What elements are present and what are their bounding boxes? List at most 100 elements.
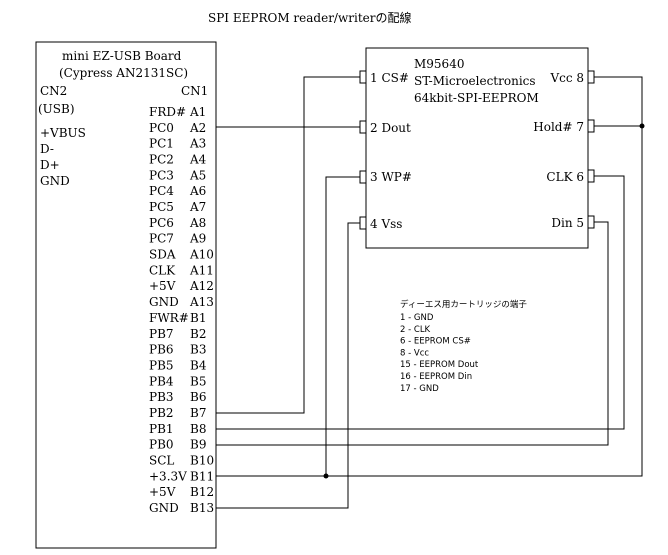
board-name: mini EZ-USB Board	[62, 49, 182, 63]
junction-dot	[639, 123, 645, 129]
chip-pin-hold: Hold# 7	[533, 120, 584, 134]
cn1-pin-id: A1	[189, 105, 206, 119]
cn1-pin-id: B5	[190, 374, 206, 388]
cn1-pin-id: A7	[189, 200, 206, 214]
board-model: (Cypress AN2131SC)	[59, 66, 188, 80]
wire-pb0-din	[216, 221, 609, 446]
cn1-pin-name: PB7	[149, 327, 174, 341]
pin-stub	[587, 169, 595, 183]
cn1-pin-id: A10	[189, 248, 214, 262]
cn1-pin-id: B7	[190, 406, 206, 420]
chip-pin-cs: 1 CS#	[370, 71, 409, 85]
cn1-pin-id: B13	[190, 501, 214, 515]
cn1-pin-id: A6	[189, 184, 206, 198]
cn1-pin-id: B2	[190, 327, 206, 341]
cn1-pin-name: PC0	[149, 121, 174, 135]
cartridge-pin-list: 1 - GND 2 - CLK 6 - EEPROM CS#8 - Vcc 15 - …	[400, 313, 479, 394]
cn1-label: CN1	[181, 84, 208, 98]
cn1-pin-name: +5V	[149, 485, 176, 499]
chip-pin-din: Din 5	[551, 216, 584, 230]
cn1-pin-id: A12	[189, 279, 214, 293]
ez-usb-board	[35, 41, 217, 549]
chip-pin-clk: CLK 6	[546, 170, 584, 184]
cn1-pin-id: B6	[190, 390, 206, 404]
pin-stub	[359, 120, 367, 134]
cn1-pin-name: PB2	[149, 406, 174, 420]
cn2-pin: +VBUS	[40, 126, 86, 140]
cn1-pin-name: FRD#	[149, 105, 186, 119]
pin-stub	[359, 216, 367, 230]
wire-pb1-clk	[216, 175, 625, 430]
cn1-pin-id: B12	[190, 485, 214, 499]
cn1-pin-name: PC4	[149, 184, 174, 198]
cn1-pin-name: PC7	[149, 232, 174, 246]
chip-pin-vcc: Vcc 8	[549, 71, 584, 85]
cn1-pin-name: GND	[149, 295, 179, 309]
chip-pin-vss: 4 Vss	[370, 217, 402, 231]
cn1-pin-name: PB5	[149, 358, 174, 372]
cn1-pin-name: CLK	[149, 263, 176, 277]
cn1-pin-name: PB6	[149, 343, 174, 357]
cn1-pin-name: PC1	[149, 137, 174, 151]
cartridge-pin-note: 16 - EEPROM Din	[400, 372, 472, 382]
chip-desc: 64kbit-SPI-EEPROM	[414, 91, 539, 105]
cn1-pin-id: A3	[189, 137, 206, 151]
cn1-pin-id: A13	[189, 295, 214, 309]
junction-dot	[323, 473, 329, 479]
cn1-pin-name: PC2	[149, 153, 174, 167]
cn1-pin-name: +3.3V	[149, 469, 187, 483]
cn2-pin: D+	[40, 158, 60, 172]
cartridge-pin-note: 17 - GND	[400, 384, 439, 394]
cn1-pin-name: PB1	[149, 422, 174, 436]
cn1-pin-name: PB3	[149, 390, 174, 404]
pin-stub	[359, 70, 367, 84]
cn2-sub: (USB)	[38, 102, 75, 116]
cn1-pin-name: PB0	[149, 438, 174, 452]
wire-pb2-cs	[216, 76, 360, 414]
wire-3v3-wp	[216, 76, 643, 477]
cartridge-pin-note: 6 - EEPROM CS#	[400, 337, 471, 347]
chip-pin-dout: 2 Dout	[370, 121, 411, 135]
pin-stub	[587, 215, 595, 229]
cn1-pin-id: A2	[189, 121, 206, 135]
cn1-pin-name: +5V	[149, 279, 176, 293]
chip-part: M95640	[414, 57, 464, 71]
cn1-pin-name: PC6	[149, 216, 174, 230]
cn1-pin-id: A9	[189, 232, 206, 246]
cn1-pin-id: A4	[189, 153, 207, 167]
cartridge-pin-note: 8 - Vcc	[400, 348, 429, 358]
cn1-pin-id: A11	[189, 263, 214, 277]
cn2-pin: D-	[40, 142, 54, 156]
pin-stub	[587, 70, 595, 84]
cn1-pin-name: FWR#	[149, 311, 189, 325]
wire-gnd-vss	[216, 222, 360, 509]
cn1-pin-id: B11	[190, 469, 214, 483]
pin-stub	[587, 119, 595, 133]
cn1-pin-name: PC3	[149, 168, 174, 182]
cartridge-title: ディーエス用カートリッジの端子	[400, 299, 527, 310]
cn1-pin-name: SDA	[149, 248, 176, 262]
cn1-pin-id: A8	[189, 216, 206, 230]
cn1-pin-name: GND	[149, 501, 179, 515]
cn1-pin-name: PC5	[149, 200, 174, 214]
cartridge-pin-note: 2 - CLK	[400, 325, 431, 335]
chip-pin-wp: 3 WP#	[370, 170, 412, 184]
chip-maker: ST-Microelectronics	[414, 74, 536, 88]
cn2-label: CN2	[40, 84, 67, 98]
cn1-pin-id: B4	[190, 358, 207, 372]
cn1-pin-id: B3	[190, 343, 206, 357]
cn1-pin-id: A5	[189, 168, 206, 182]
cn1-pin-id: B1	[190, 311, 206, 325]
cn1-pin-id: B9	[190, 438, 206, 452]
eeprom-chip	[365, 47, 589, 249]
diagram-title: SPI EEPROM reader/writerの配線	[208, 10, 411, 25]
cn1-pin-name: PB4	[149, 374, 174, 388]
cn2-pin: GND	[40, 174, 70, 188]
cn1-pin-name: SCL	[149, 454, 174, 468]
cartridge-pin-note: 15 - EEPROM Dout	[400, 360, 479, 370]
pin-stub	[359, 170, 367, 184]
cartridge-pin-note: 1 - GND	[400, 313, 434, 323]
cn1-pin-id: B8	[190, 422, 206, 436]
